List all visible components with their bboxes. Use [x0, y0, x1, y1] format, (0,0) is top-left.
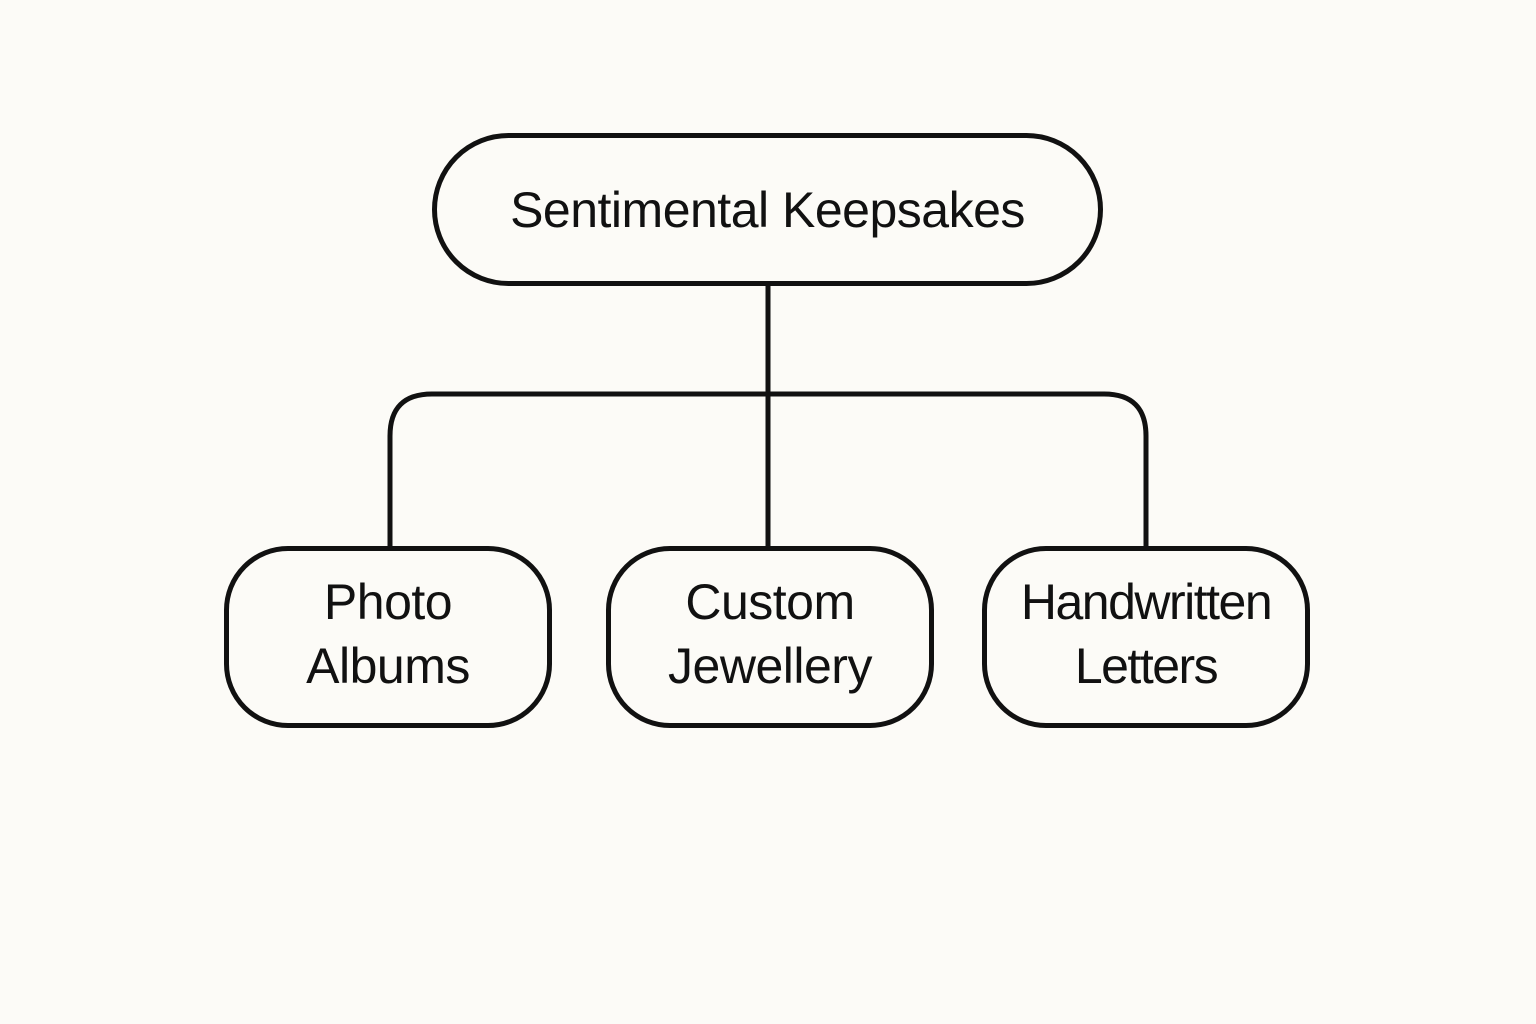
connector-branch-photo-albums: [387, 391, 768, 546]
child-node-handwritten-letters: Handwritten Letters: [982, 546, 1310, 728]
child-node-custom-jewellery: Custom Jewellery: [606, 546, 934, 728]
root-node: Sentimental Keepsakes: [432, 133, 1103, 286]
child-node-label: Handwritten Letters: [1020, 574, 1273, 694]
connector-branch-handwritten-letters: [768, 391, 1149, 546]
child-node-photo-albums: Photo Albums: [224, 546, 552, 728]
child-node-label: Photo Albums: [306, 574, 470, 694]
root-node-label: Sentimental Keepsakes: [510, 181, 1025, 238]
child-node-label: Custom Jewellery: [668, 574, 872, 694]
